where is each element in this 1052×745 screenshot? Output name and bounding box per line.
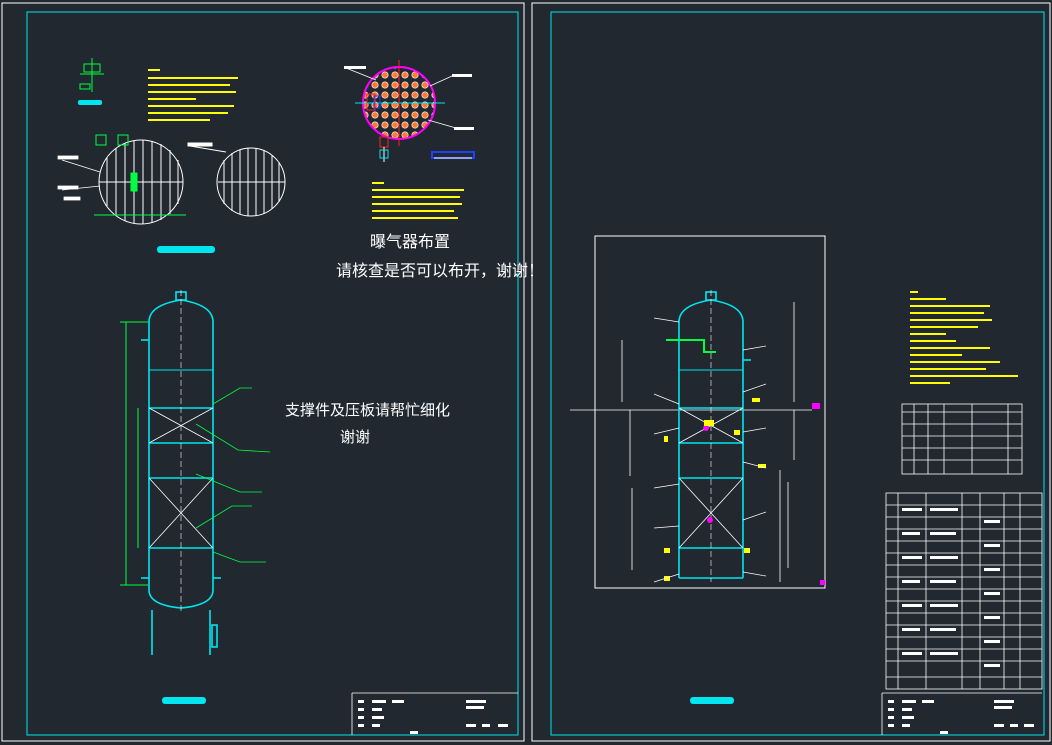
right-title-block — [881, 692, 1042, 735]
right-leader-lines — [653, 317, 767, 583]
right-drawing-sheet — [531, 2, 1051, 742]
elevation-viewport-frame — [594, 235, 826, 589]
parts-list-cell-fills — [902, 508, 1000, 667]
vessel-elevation — [141, 290, 221, 655]
nozzle-markers — [703, 425, 713, 523]
right-sheet-inner-border — [550, 11, 1045, 736]
vessel-leader-lines — [195, 387, 271, 563]
grid-plate-supports — [94, 134, 186, 216]
left-sheet-inner-border — [26, 11, 519, 736]
nozzle-table — [901, 403, 1023, 475]
vessel-elevation-detailed — [671, 290, 751, 582]
grid-plate-label — [157, 246, 215, 253]
left-title-block — [351, 692, 518, 735]
aerator-layout-title: 曝气器布置 — [370, 232, 450, 251]
right-sheet-outer-border — [531, 2, 1051, 742]
grid-plate-leaders — [57, 155, 101, 201]
vessel-drawing-label — [162, 697, 206, 704]
right-dimension-lines — [621, 302, 795, 582]
corner-marker — [820, 580, 825, 585]
aerator-notes-block — [372, 182, 464, 219]
parts-list-table — [885, 492, 1043, 690]
nozzle-tags — [664, 398, 766, 581]
nozzle-detail-label — [78, 100, 102, 105]
left-drawing-sheet: 曝气器布置 请核查是否可以布开，谢谢！ — [1, 2, 544, 742]
left-sheet-outer-border — [1, 2, 525, 742]
vessel-dimension-lines — [120, 321, 148, 586]
grid-plate-plan — [98, 139, 184, 225]
left-notes-block — [148, 69, 238, 121]
aerator-check-request: 请核查是否可以布开，谢谢！ — [336, 261, 544, 280]
support-note-line1: 支撑件及压板请帮忙细化 — [285, 401, 450, 419]
grid-plate-plan-2 — [187, 142, 286, 217]
nozzle-detail — [79, 58, 104, 92]
internal-pipe — [666, 339, 716, 353]
reference-marker — [812, 403, 820, 409]
aerator-layout-plan — [344, 60, 475, 162]
technical-notes-block — [910, 291, 1018, 384]
support-note-line2: 谢谢 — [340, 428, 370, 446]
detailed-vessel-label — [690, 697, 734, 704]
